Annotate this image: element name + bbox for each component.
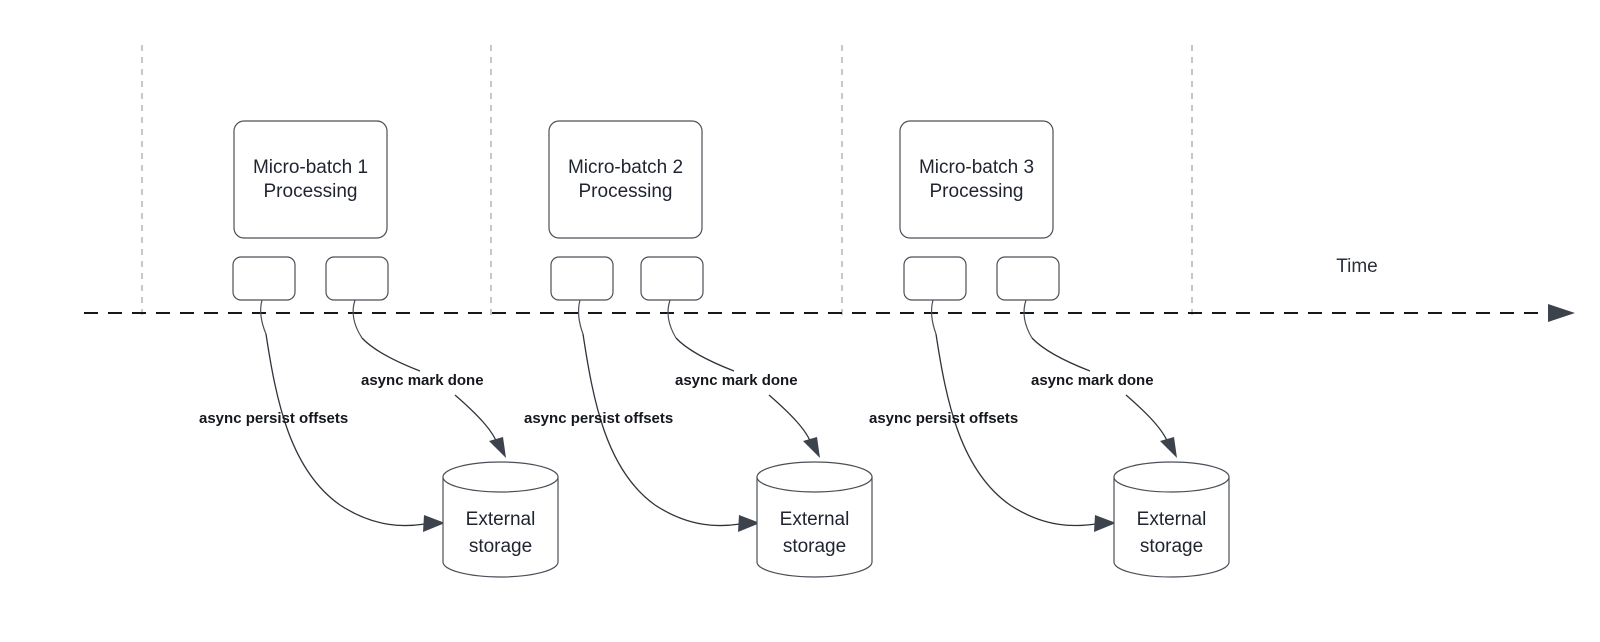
micro-batch-2-title-line1: Micro-batch 2	[568, 157, 683, 178]
micro-batch-3-mark-done-edge-upper	[1031, 337, 1091, 372]
micro-batch-1-mark-done-arrowhead	[489, 437, 506, 458]
micro-batch-3-box[interactable]	[899, 120, 1054, 239]
external-storage-2[interactable]: External storage	[756, 461, 873, 578]
batch-boundary-ticks	[141, 45, 1193, 320]
micro-batch-1-persist-offsets-edge	[265, 333, 426, 527]
micro-batch-3-mark-done-marker[interactable]	[996, 256, 1060, 301]
micro-batch-1-title-line2: Processing	[264, 181, 358, 202]
micro-batch-3-mark-done-edge-lower	[1125, 394, 1169, 444]
micro-batch-2-persist-offsets-edge	[582, 333, 741, 527]
micro-batch-2-mark-done-edge-lower	[768, 394, 812, 444]
external-storage-2-body	[756, 476, 873, 578]
micro-batch-3-title-line1: Micro-batch 3	[919, 157, 1034, 178]
external-storage-3-body	[1113, 476, 1230, 578]
micro-batch-3-persist-offsets-label: async persist offsets	[869, 410, 1018, 427]
micro-batch-2-mark-done-arrowhead	[803, 437, 820, 458]
micro-batch-3-mark-done-label: async mark done	[1031, 372, 1154, 389]
micro-batch-2-mark-done-stub	[667, 299, 677, 339]
micro-batch-1-offset-commit-marker[interactable]	[232, 256, 296, 301]
external-storage-3-top-ellipse	[1113, 461, 1230, 493]
micro-batch-1-group: Micro-batch 1 Processing async persist o…	[199, 120, 559, 578]
external-storage-3-line2: storage	[1140, 536, 1203, 557]
micro-batch-3-group: Micro-batch 3 Processing async persist o…	[869, 120, 1230, 578]
micro-batch-1-persist-offsets-arrowhead	[423, 515, 445, 532]
external-storage-1-line2: storage	[469, 536, 532, 557]
micro-batch-3-mark-done-arrowhead	[1160, 437, 1177, 458]
micro-batch-2-mark-done-label: async mark done	[675, 372, 798, 389]
micro-batch-2-mark-done-edge-upper	[675, 337, 735, 372]
micro-batch-2-offset-commit-marker[interactable]	[550, 256, 614, 301]
micro-batch-2-persist-offsets-label: async persist offsets	[524, 410, 673, 427]
micro-batch-2-mark-done-marker[interactable]	[640, 256, 704, 301]
micro-batch-1-persist-offsets-label: async persist offsets	[199, 410, 348, 427]
micro-batch-3-persist-stub	[930, 299, 937, 335]
external-storage-1[interactable]: External storage	[442, 461, 559, 578]
external-storage-2-line1: External	[780, 509, 850, 530]
micro-batch-1-persist-stub	[260, 299, 267, 335]
micro-batch-1-mark-done-edge-lower	[454, 394, 498, 444]
external-storage-2-line2: storage	[783, 536, 846, 557]
micro-batch-3-offset-commit-marker[interactable]	[903, 256, 967, 301]
external-storage-1-line1: External	[466, 509, 536, 530]
external-storage-3[interactable]: External storage	[1113, 461, 1230, 578]
micro-batch-3-title-line2: Processing	[930, 181, 1024, 202]
time-axis-label: Time	[1336, 256, 1378, 277]
external-storage-1-top-ellipse	[442, 461, 559, 493]
micro-batch-1-box[interactable]	[233, 120, 388, 239]
micro-batch-2-persist-offsets-arrowhead	[738, 515, 760, 532]
micro-batch-3-persist-offsets-arrowhead	[1094, 515, 1116, 532]
external-storage-1-body	[442, 476, 559, 578]
time-axis: Time	[84, 256, 1575, 322]
external-storage-3-line1: External	[1137, 509, 1207, 530]
micro-batch-1-mark-done-edge-upper	[361, 337, 421, 372]
micro-batch-2-box[interactable]	[548, 120, 703, 239]
micro-batch-1-mark-done-marker[interactable]	[325, 256, 389, 301]
micro-batch-1-mark-done-stub	[352, 299, 363, 339]
micro-batch-3-mark-done-stub	[1023, 299, 1033, 339]
time-axis-arrow-icon	[1548, 304, 1575, 322]
micro-batch-3-persist-offsets-edge	[935, 333, 1097, 527]
micro-batch-2-group: Micro-batch 2 Processing async persist o…	[524, 120, 873, 578]
micro-batch-1-mark-done-label: async mark done	[361, 372, 484, 389]
external-storage-2-top-ellipse	[756, 461, 873, 493]
micro-batch-1-title-line1: Micro-batch 1	[253, 157, 368, 178]
micro-batch-2-persist-stub	[577, 299, 584, 335]
micro-batch-2-title-line2: Processing	[579, 181, 673, 202]
